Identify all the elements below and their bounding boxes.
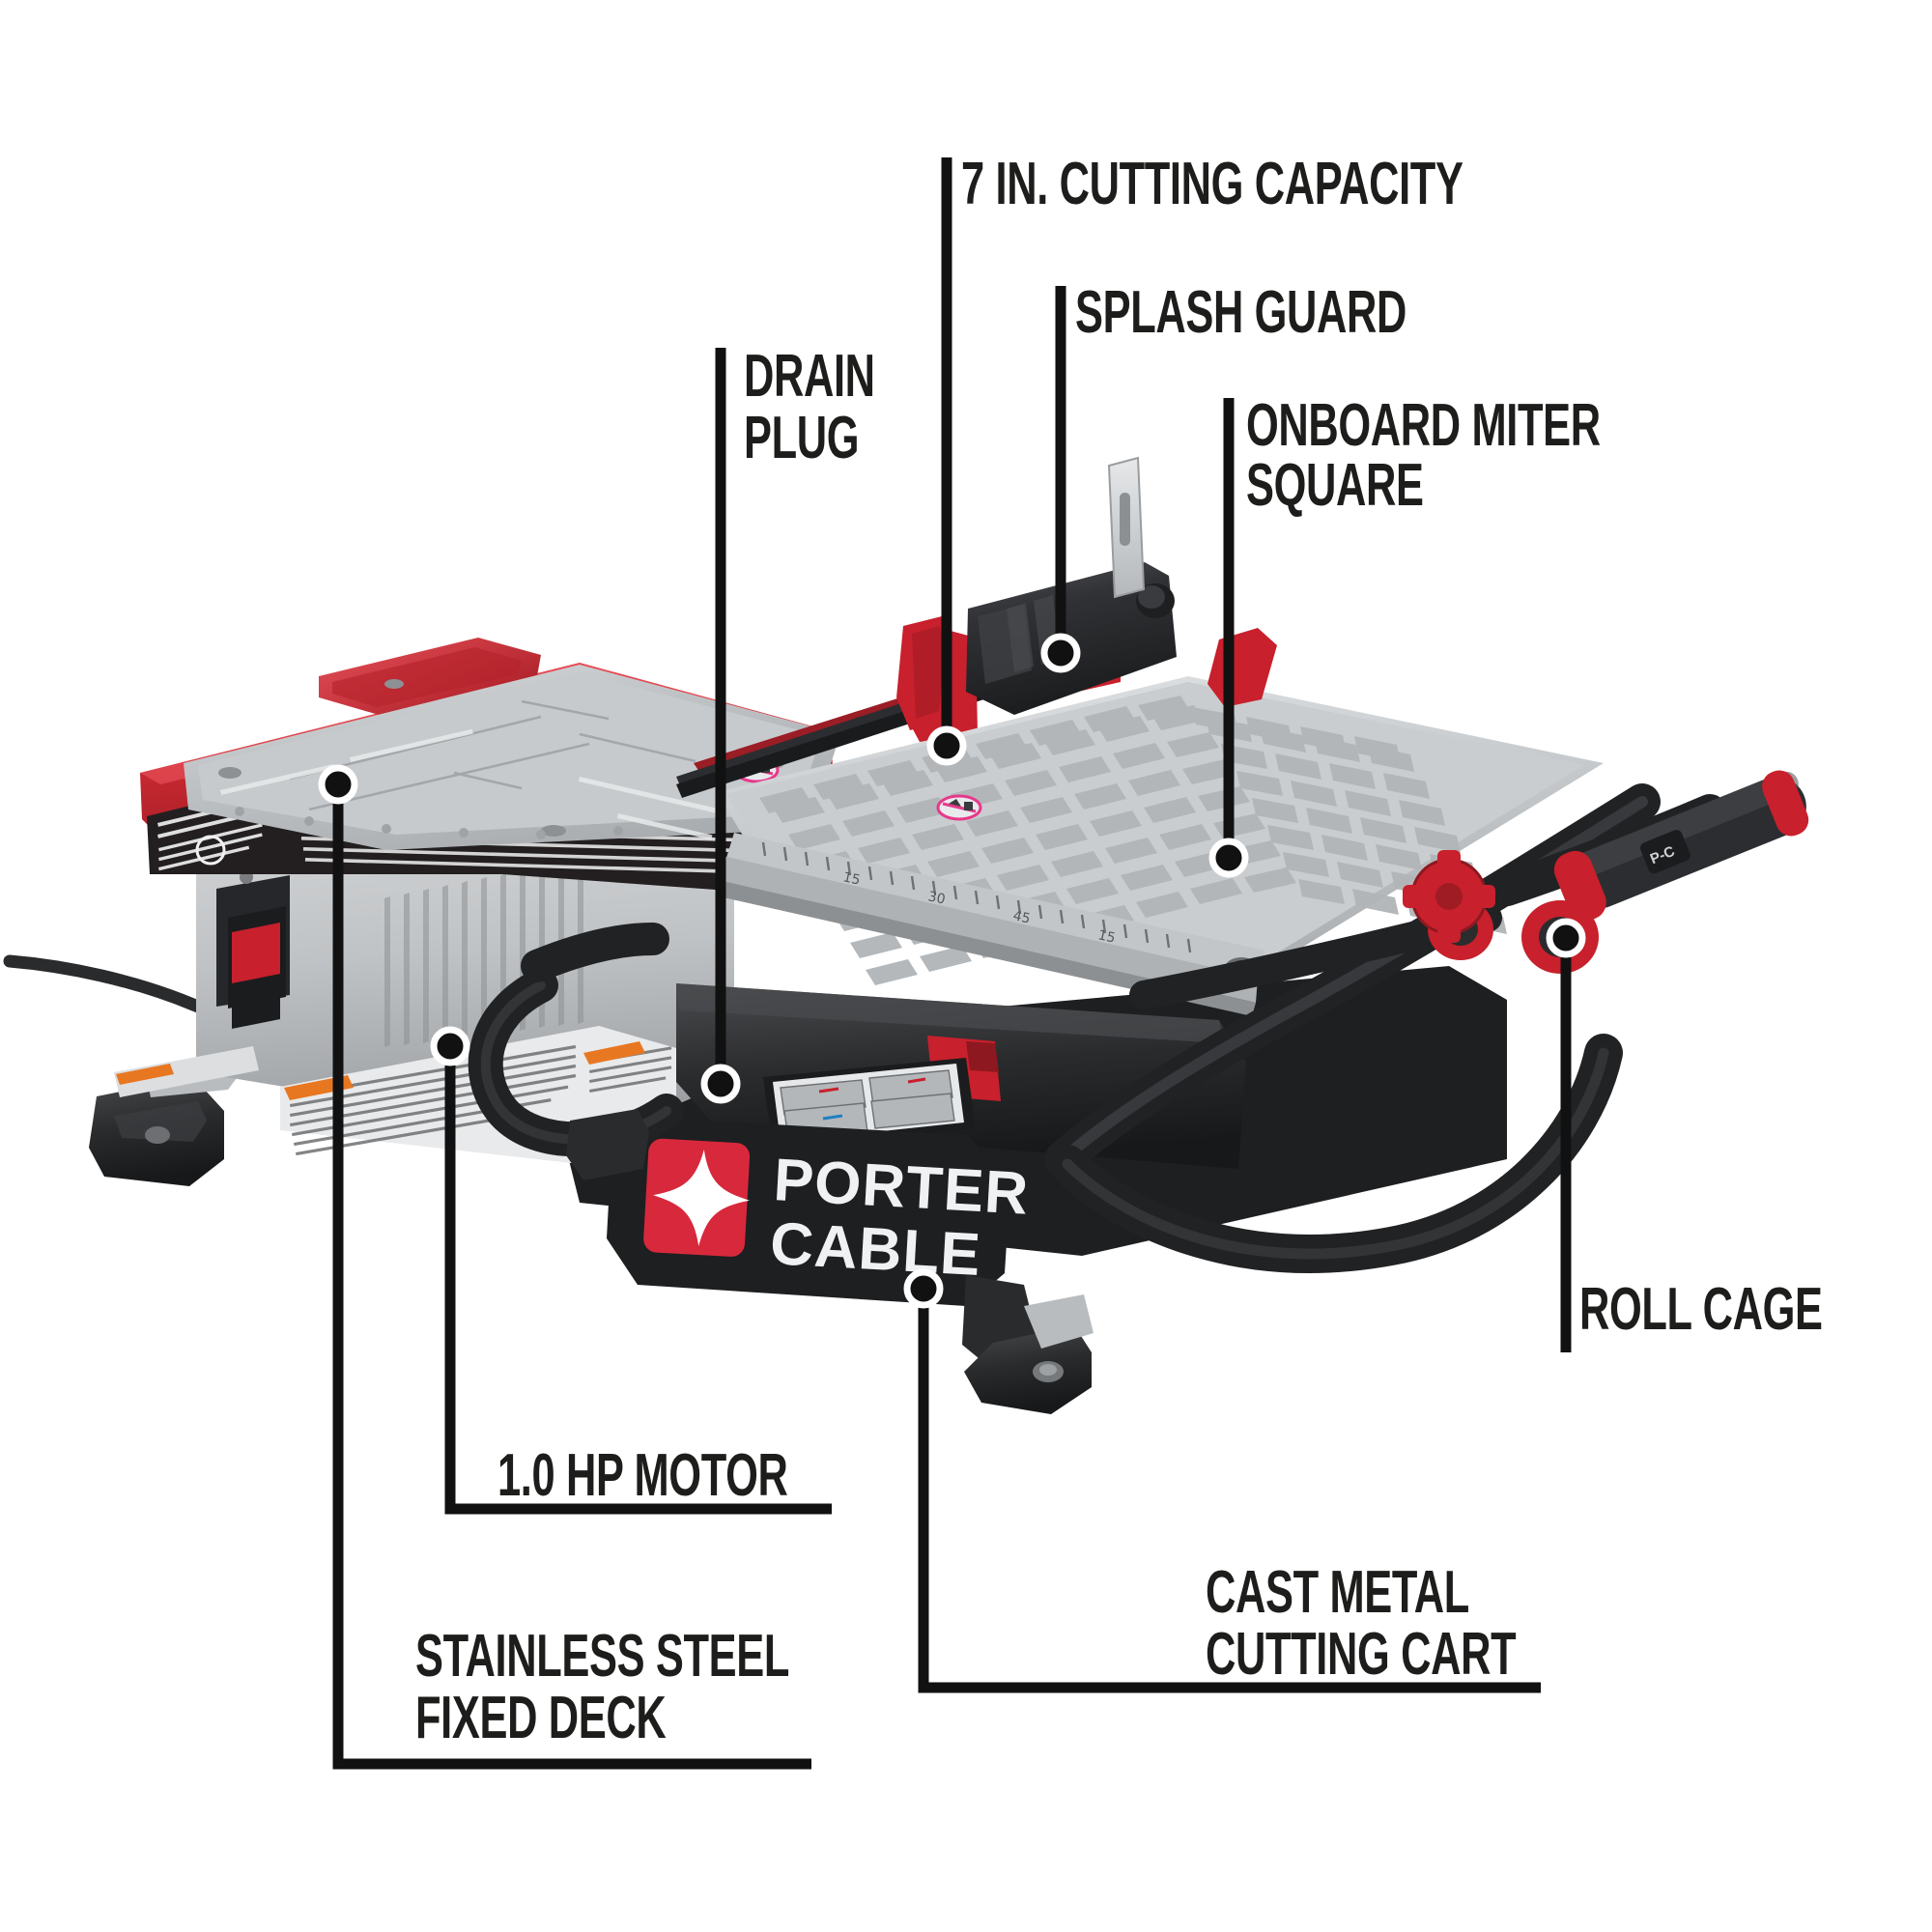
svg-text:45: 45	[1011, 908, 1032, 926]
svg-text:15: 15	[1096, 927, 1117, 946]
brand-badge: PORTER CABLE	[607, 1116, 1031, 1306]
leader-cutting-cart	[918, 1293, 1541, 1693]
svg-text:15: 15	[841, 869, 862, 888]
callout-leader-lines	[318, 157, 1586, 1770]
callout-label-cast-metal-cutting-cart: CAST METAL CUTTING CART	[1206, 1559, 1517, 1688]
callout-label-stainless-steel-fixed-deck: STAINLESS STEEL FIXED DECK	[415, 1623, 790, 1751]
callout-label-cutting-capacity: 7 IN. CUTTING CAPACITY	[961, 151, 1463, 217]
svg-text:PORTER: PORTER	[772, 1147, 1031, 1228]
callout-label-onboard-miter-square: ONBOARD MITER SQUARE	[1246, 392, 1601, 519]
callout-label-splash-guard: SPLASH GUARD	[1075, 279, 1407, 346]
warning-pictogram-right	[936, 794, 982, 821]
callout-label-drain-plug: DRAIN PLUG	[744, 343, 875, 471]
callout-label-roll-cage: ROLL CAGE	[1579, 1276, 1823, 1343]
leader-stainless-deck	[332, 789, 811, 1770]
svg-text:CABLE: CABLE	[768, 1210, 982, 1289]
tile-saw-product: 15 30 45 15	[3, 456, 1809, 1414]
leader-motor	[444, 1051, 832, 1515]
callout-label-motor: 1.0 HP MOTOR	[497, 1442, 788, 1509]
svg-text:30: 30	[926, 889, 947, 907]
